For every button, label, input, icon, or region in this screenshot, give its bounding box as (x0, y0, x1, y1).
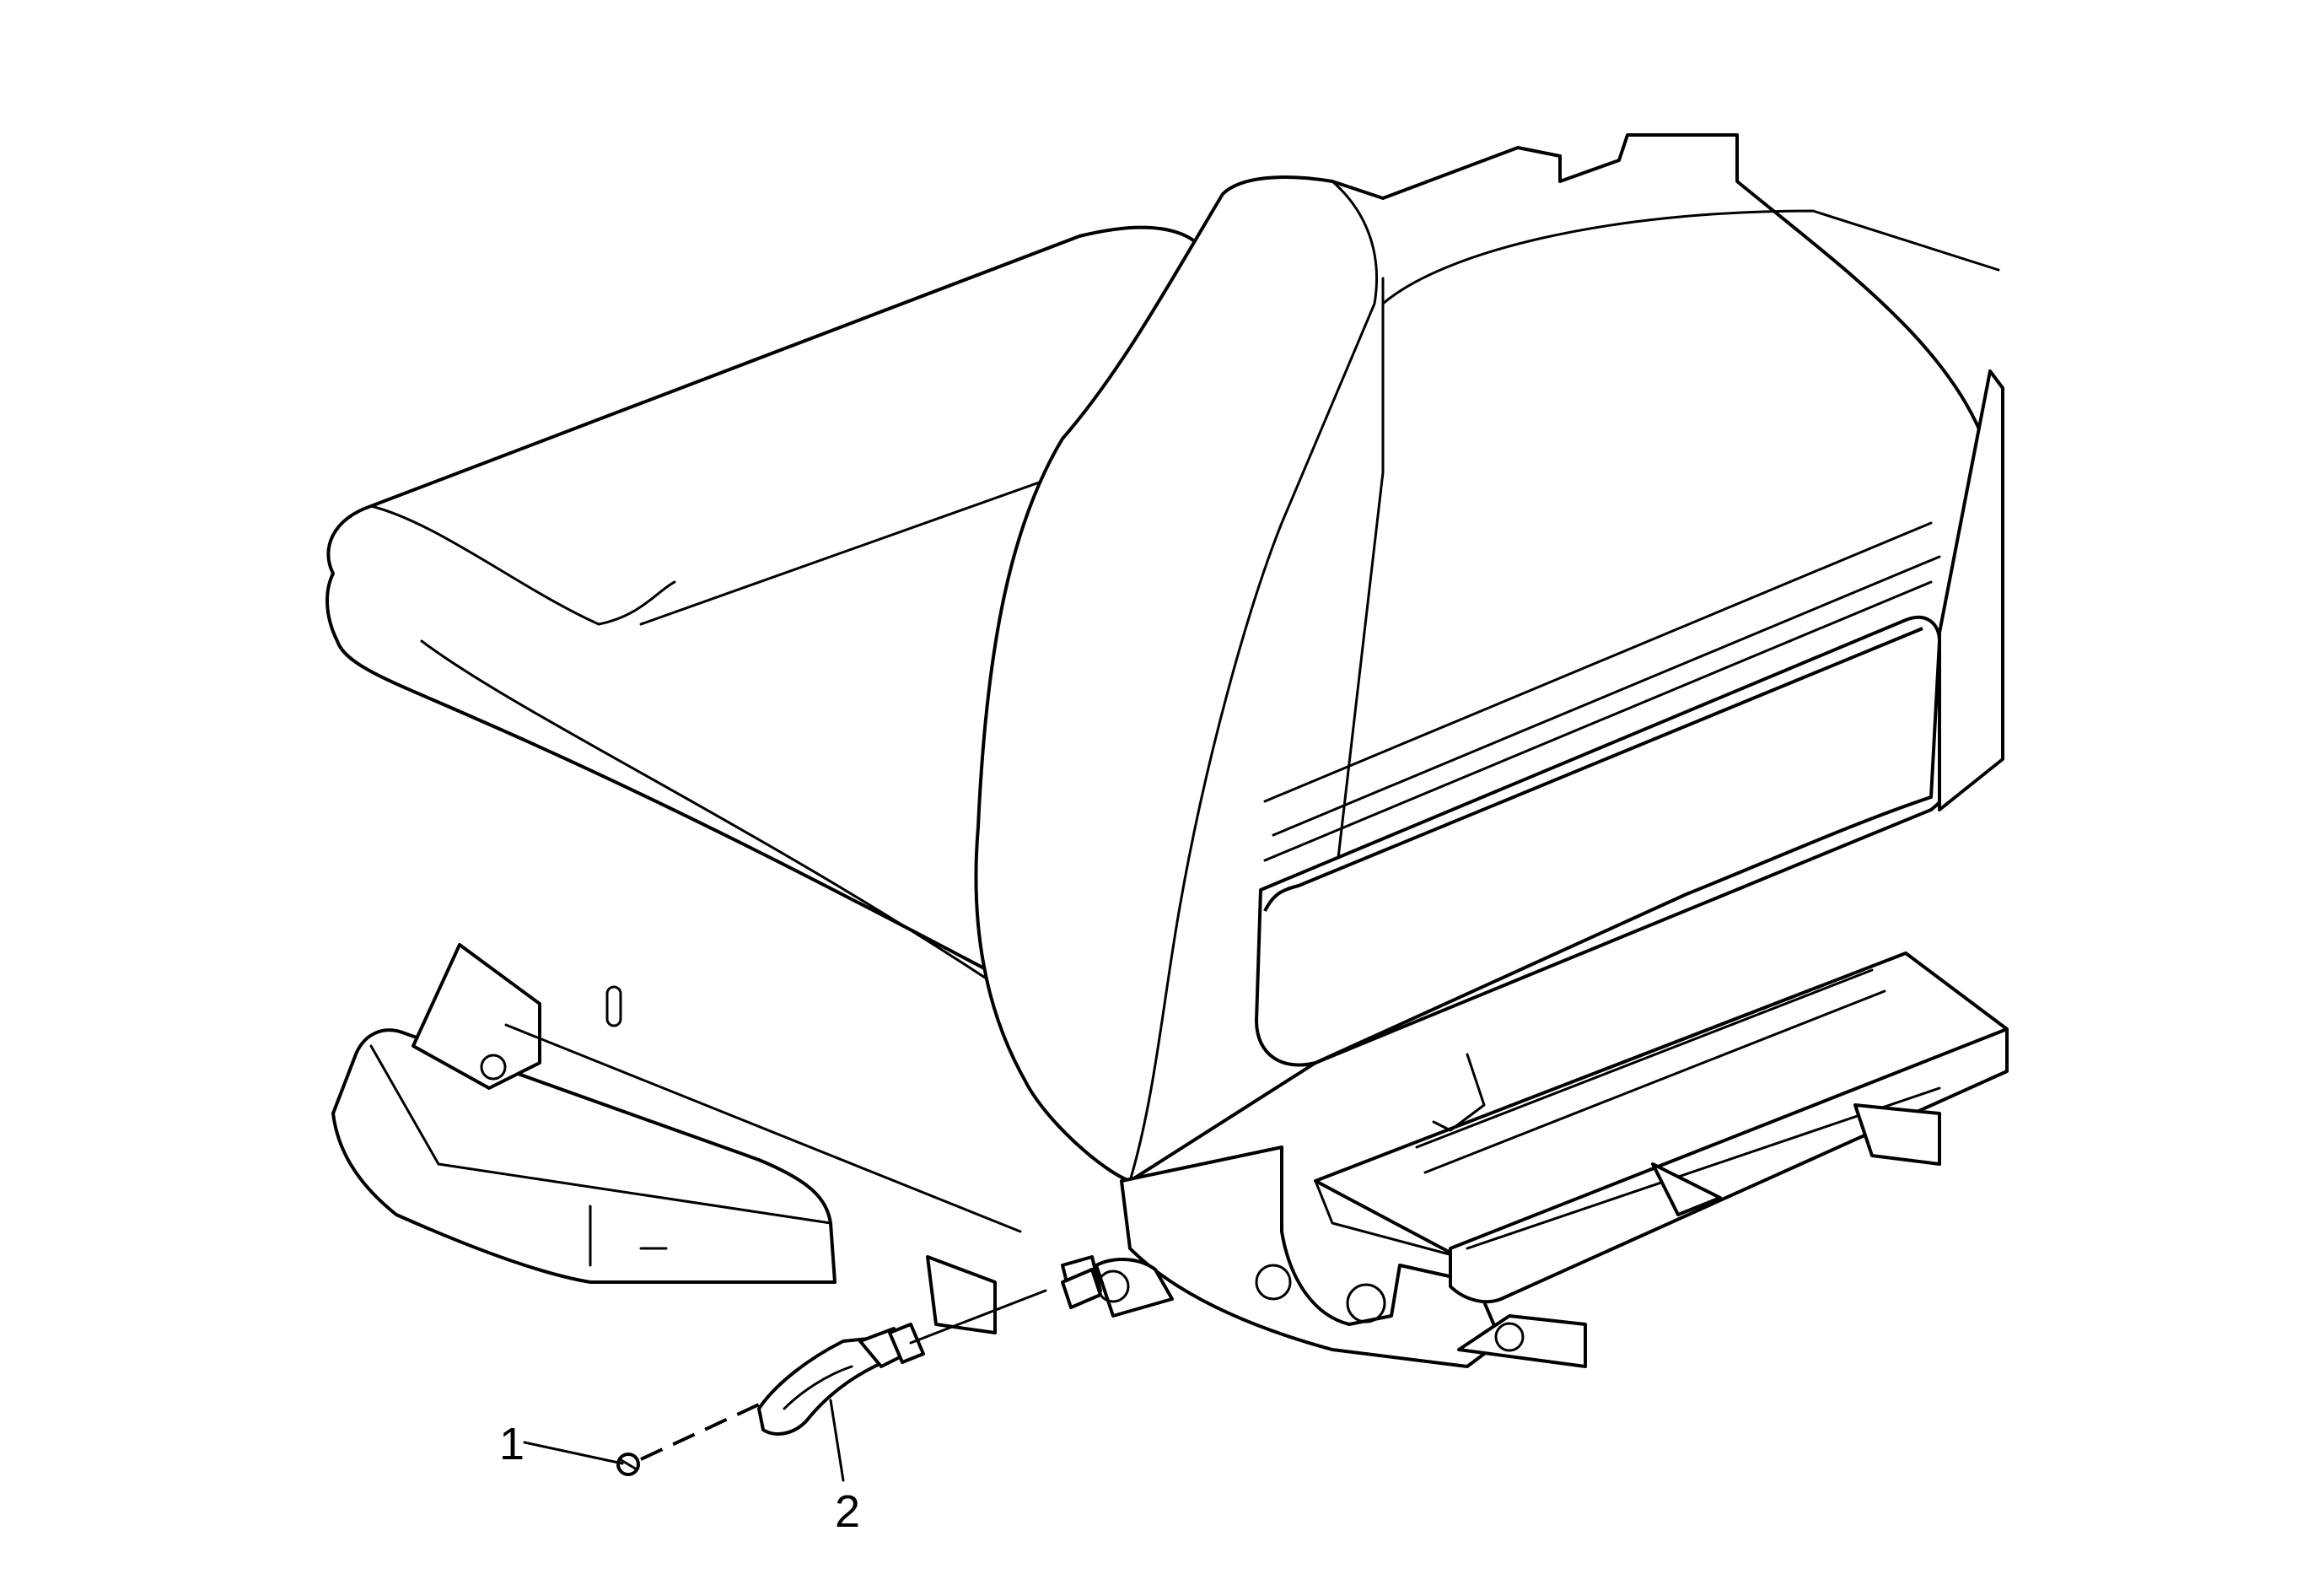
callout-2: 2 (835, 1486, 860, 1537)
assembly-line (640, 1403, 760, 1461)
recliner-mechanism (1061, 1145, 1503, 1368)
seat-back (974, 133, 2004, 1183)
screw (616, 1453, 640, 1476)
leader-line-2 (829, 1399, 845, 1482)
seat-base-frame (331, 943, 1022, 1334)
callout-1: 1 (499, 1419, 525, 1469)
seat-rail (1314, 951, 2009, 1368)
recliner-handle (757, 1268, 1102, 1436)
leader-line-1 (523, 1441, 624, 1465)
